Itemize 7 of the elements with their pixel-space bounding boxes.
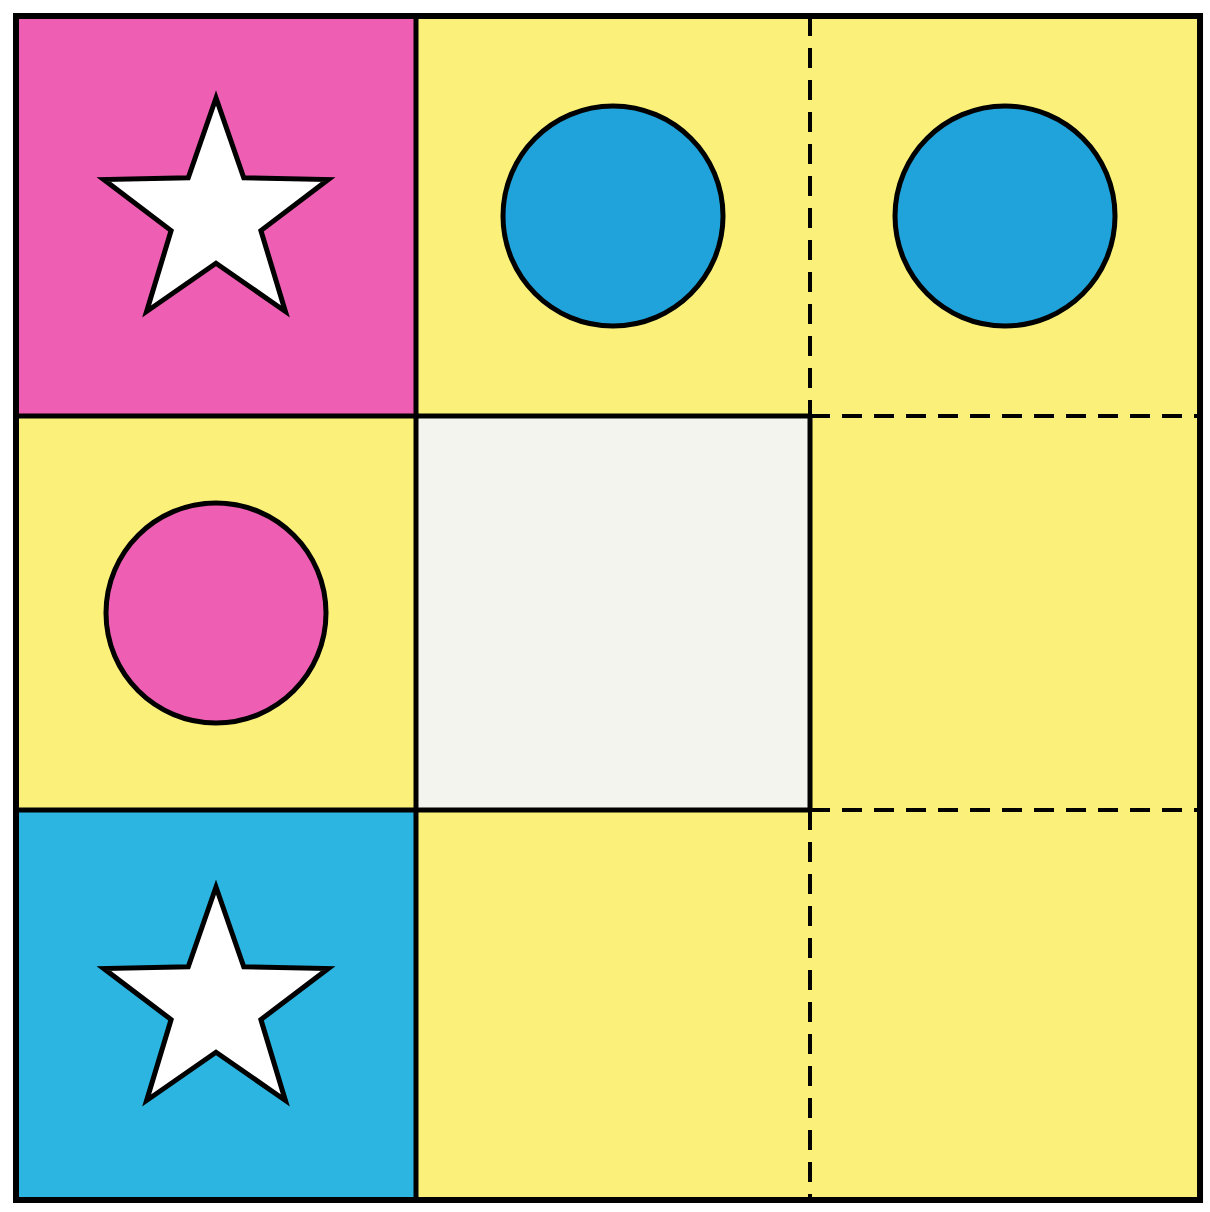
grid-cell: [810, 416, 1200, 810]
circle: [500, 103, 726, 329]
grid-cell: [810, 810, 1200, 1200]
grid-cell: [416, 810, 810, 1200]
grid-cell: [416, 416, 810, 810]
circle: [892, 103, 1118, 329]
circle: [103, 500, 329, 726]
